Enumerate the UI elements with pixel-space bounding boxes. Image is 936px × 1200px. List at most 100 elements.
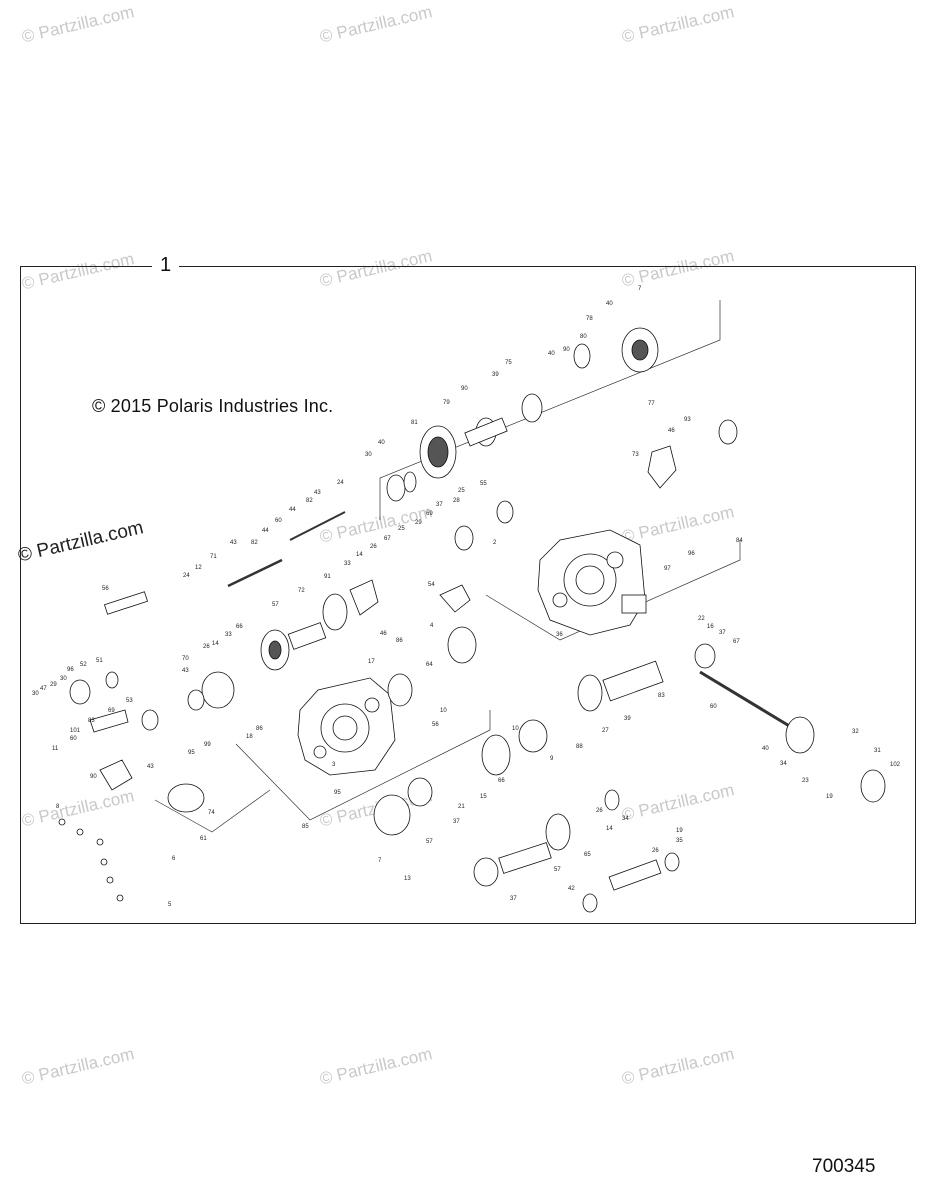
- callout-label: 32: [852, 729, 859, 735]
- callout-label: 61: [200, 836, 207, 842]
- callout-label: 97: [664, 566, 671, 572]
- callout-label: 83: [88, 718, 95, 724]
- callout-label: 52: [80, 662, 87, 668]
- callout-labels: 7 40 78 80 90 40 75 39 77 90 79 81 93 46…: [32, 286, 901, 908]
- callout-label: 37: [453, 819, 460, 825]
- hardware-left: [58, 671, 205, 902]
- callout-label: 96: [688, 551, 695, 557]
- callout-label: 39: [492, 372, 499, 378]
- callout-label: 88: [576, 744, 583, 750]
- callout-label: 70: [182, 656, 189, 662]
- callout-label: 24: [337, 480, 344, 486]
- callout-label: 34: [780, 761, 787, 767]
- callout-label: 7: [378, 858, 382, 864]
- callout-label: 34: [622, 816, 629, 822]
- callout-label: 33: [344, 561, 351, 567]
- callout-label: 60: [710, 704, 717, 710]
- callout-label: 67: [384, 536, 391, 542]
- callout-label: 80: [580, 334, 587, 340]
- callout-label: 55: [480, 481, 487, 487]
- callout-label: 19: [676, 828, 683, 834]
- gear-train-middle: [187, 579, 477, 711]
- callout-label: 16: [707, 624, 714, 630]
- callout-label: 90: [461, 386, 468, 392]
- callout-label: 57: [554, 867, 561, 873]
- callout-label: 69: [108, 708, 115, 714]
- callout-label: 42: [568, 886, 575, 892]
- gear-train-lower: [373, 734, 680, 913]
- callout-label: 40: [378, 440, 385, 446]
- assembly-callout: 1: [152, 252, 180, 278]
- rear-housing-drawing: [537, 529, 647, 636]
- callout-label: 36: [556, 632, 563, 638]
- callout-label: 71: [210, 554, 217, 560]
- callout-label: 10: [512, 726, 519, 732]
- callout-label: 8: [56, 804, 60, 810]
- callout-label: 11: [52, 746, 59, 752]
- front-housing-drawing: [297, 677, 396, 776]
- callout-label: 18: [246, 734, 253, 740]
- callout-label: 47: [40, 686, 47, 692]
- callout-label: 22: [698, 616, 705, 622]
- callout-label: 9: [550, 756, 554, 762]
- callout-label: 75: [505, 360, 512, 366]
- callout-label: 90: [563, 347, 570, 353]
- copyright-notice: © 2015 Polaris Industries Inc.: [92, 396, 334, 416]
- callout-label: 67: [733, 639, 740, 645]
- callout-label: 46: [668, 428, 675, 434]
- callout-label: 57: [426, 839, 433, 845]
- callout-label: 7: [638, 286, 642, 292]
- callout-label: 15: [480, 794, 487, 800]
- callout-label: 57: [272, 602, 279, 608]
- callout-label: 13: [404, 876, 411, 882]
- output-shaft-right: [518, 643, 886, 803]
- callout-label: 72: [298, 588, 305, 594]
- callout-label: 10: [440, 708, 447, 714]
- callout-label: 27: [602, 728, 609, 734]
- callout-label: 33: [225, 632, 232, 638]
- callout-label: 96: [67, 667, 74, 673]
- subassembly-outlines: [154, 300, 741, 833]
- callout-label: 6: [172, 856, 176, 862]
- callout-label: 90: [90, 774, 97, 780]
- callout-label: 69: [426, 511, 433, 517]
- callout-label: 5: [168, 902, 172, 908]
- callout-label: 53: [126, 698, 133, 704]
- callout-label: 65: [584, 852, 591, 858]
- callout-label: 35: [676, 838, 683, 844]
- callout-label: 26: [203, 644, 210, 650]
- callout-label: 14: [356, 552, 363, 558]
- callout-label: 40: [606, 301, 613, 307]
- shift-shafts: [103, 445, 677, 615]
- callout-label: 19: [826, 794, 833, 800]
- callout-label: 82: [306, 498, 313, 504]
- callout-label: 21: [458, 804, 465, 810]
- callout-label: 31: [874, 748, 881, 754]
- callout-label: 99: [204, 742, 211, 748]
- callout-label: 95: [334, 790, 341, 796]
- callout-label: 2: [493, 540, 497, 546]
- callout-label: 46: [380, 631, 387, 637]
- callout-label: 74: [208, 810, 215, 816]
- callout-label: 29: [415, 520, 422, 526]
- gear-train-top: [386, 327, 738, 551]
- callout-label: 4: [430, 623, 434, 629]
- callout-label: 82: [251, 540, 258, 546]
- assembly-frame: [20, 266, 916, 924]
- callout-label: 24: [183, 573, 190, 579]
- callout-label: 51: [96, 658, 103, 664]
- callout-label: 30: [32, 691, 39, 697]
- callout-label: 43: [147, 764, 154, 770]
- callout-label: 30: [365, 452, 372, 458]
- callout-label: 12: [195, 565, 202, 571]
- callout-label: 40: [762, 746, 769, 752]
- callout-label: 56: [102, 586, 109, 592]
- callout-label: 29: [50, 682, 57, 688]
- callout-label: 43: [230, 540, 237, 546]
- callout-label: 78: [586, 316, 593, 322]
- callout-label: 44: [289, 507, 296, 513]
- callout-label: 14: [606, 826, 613, 832]
- callout-label: 39: [624, 716, 631, 722]
- callout-label: 17: [368, 659, 375, 665]
